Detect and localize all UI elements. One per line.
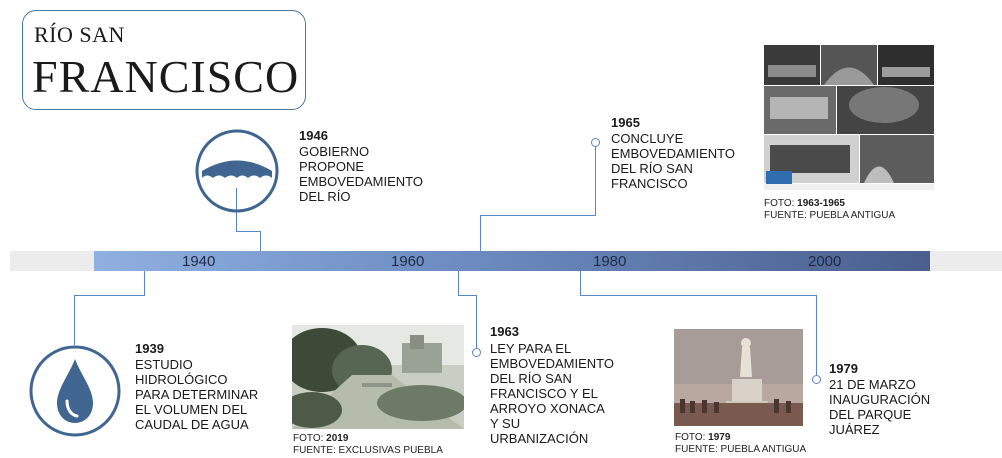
event-1946-text: GOBIERNO PROPONE EMBOVEDAMIENTO DEL RÍO bbox=[299, 144, 424, 204]
connector-1965-v bbox=[595, 145, 596, 216]
connector-1963-v bbox=[476, 295, 477, 349]
event-1963-text: LEY PARA EL EMBOVEDAMIENTO DEL RÍO SAN F… bbox=[490, 341, 615, 446]
event-1939-year: 1939 bbox=[135, 341, 164, 356]
year-label-1960: 1960 bbox=[391, 253, 425, 270]
photo-2019-source: FUENTE: EXCLUSIVAS PUEBLA bbox=[293, 445, 443, 456]
bridge-arch-icon bbox=[195, 129, 279, 213]
photo-1963-source: FUENTE: PUEBLA ANTIGUA bbox=[764, 210, 896, 221]
water-drop-icon bbox=[29, 345, 121, 437]
event-1965-text: CONCLUYE EMBOVEDAMIENTO DEL RÍO SAN FRAN… bbox=[611, 131, 736, 191]
connector-1939 bbox=[144, 271, 145, 296]
connector-1979 bbox=[580, 271, 581, 296]
connector-1965 bbox=[480, 215, 481, 251]
photo-1979-label: FOTO: bbox=[675, 432, 709, 443]
title-line-1: RÍO SAN bbox=[34, 22, 125, 47]
connector-1946-h bbox=[236, 231, 261, 232]
event-1979-year: 1979 bbox=[829, 361, 858, 376]
connector-1939-h bbox=[74, 295, 145, 296]
connector-1963 bbox=[458, 271, 459, 296]
title-line-2: FRANCISCO bbox=[32, 51, 300, 102]
marker-1979 bbox=[812, 375, 821, 384]
year-label-2000: 2000 bbox=[808, 253, 842, 270]
connector-1979-v bbox=[816, 295, 817, 375]
event-1963-year: 1963 bbox=[490, 324, 519, 339]
title-box bbox=[22, 10, 306, 110]
photo-2019 bbox=[292, 325, 464, 429]
event-1979-text: 21 DE MARZO INAUGURACIÓN DEL PARQUE JUÁR… bbox=[829, 377, 931, 437]
photo-2019-year: 2019 bbox=[326, 433, 349, 444]
photo-2019-label: FOTO: bbox=[293, 433, 327, 444]
timeline-bar bbox=[94, 251, 930, 271]
connector-1965-h bbox=[480, 215, 596, 216]
event-1965-year: 1965 bbox=[611, 115, 640, 130]
connector-1939-v bbox=[74, 295, 75, 345]
photo-1963-1965 bbox=[764, 45, 934, 190]
connector-1963-h bbox=[458, 295, 477, 296]
photo-1979 bbox=[674, 329, 803, 426]
photo-1963-label: FOTO: bbox=[764, 198, 798, 209]
photo-1963-year: 1963-1965 bbox=[797, 198, 845, 209]
event-1939-text: ESTUDIO HIDROLÓGICO PARA DETERMINAR EL V… bbox=[135, 357, 259, 432]
photo-1979-source: FUENTE: PUEBLA ANTIGUA bbox=[675, 444, 807, 455]
connector-1946 bbox=[260, 231, 261, 251]
marker-1965 bbox=[591, 138, 600, 147]
event-1946-year: 1946 bbox=[299, 128, 328, 143]
year-label-1980: 1980 bbox=[593, 253, 627, 270]
photo-1979-year: 1979 bbox=[708, 432, 731, 443]
connector-1979-h bbox=[580, 295, 817, 296]
marker-1963 bbox=[472, 348, 481, 357]
year-label-1940: 1940 bbox=[182, 253, 216, 270]
